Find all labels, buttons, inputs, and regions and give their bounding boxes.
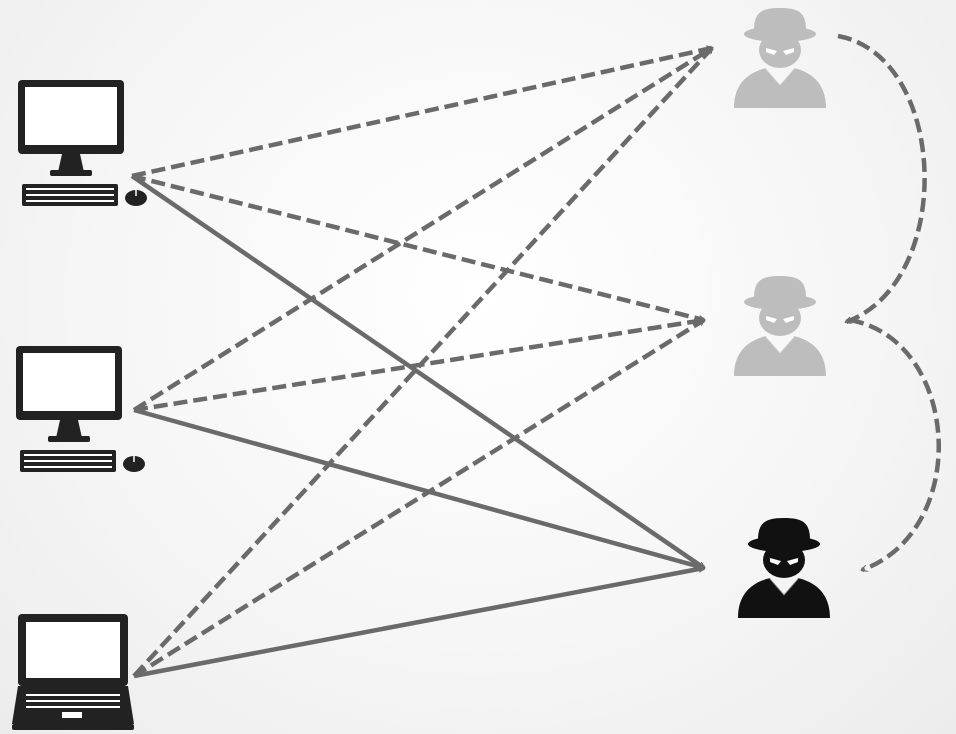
connections-layer <box>130 46 714 679</box>
laptop-icon <box>12 614 134 730</box>
connection-desktop-2-to-attacker-3 <box>133 407 704 568</box>
nodes-layer <box>12 8 830 730</box>
connection-desktop-1-to-attacker-3 <box>130 174 704 570</box>
connection-desktop-1-to-attacker-1 <box>131 48 712 179</box>
connection-desktop-2-to-attacker-1 <box>132 46 712 412</box>
connection-laptop-1-to-attacker-2 <box>132 318 704 678</box>
desktop-computer-icon <box>18 80 147 206</box>
connection-desktop-1-to-attacker-2 <box>131 173 704 320</box>
spy-icon <box>734 8 826 108</box>
handoff-attacker-2-to-attacker-3 <box>849 317 941 573</box>
connection-laptop-1-to-attacker-3 <box>133 568 704 679</box>
desktop-computer-icon <box>16 346 145 472</box>
spy-icon <box>734 276 826 376</box>
handoff-attacker-1-to-attacker-2 <box>837 33 927 325</box>
spy-icon <box>738 518 830 618</box>
handoffs-layer <box>837 33 941 573</box>
connection-laptop-1-to-attacker-1 <box>132 48 714 678</box>
